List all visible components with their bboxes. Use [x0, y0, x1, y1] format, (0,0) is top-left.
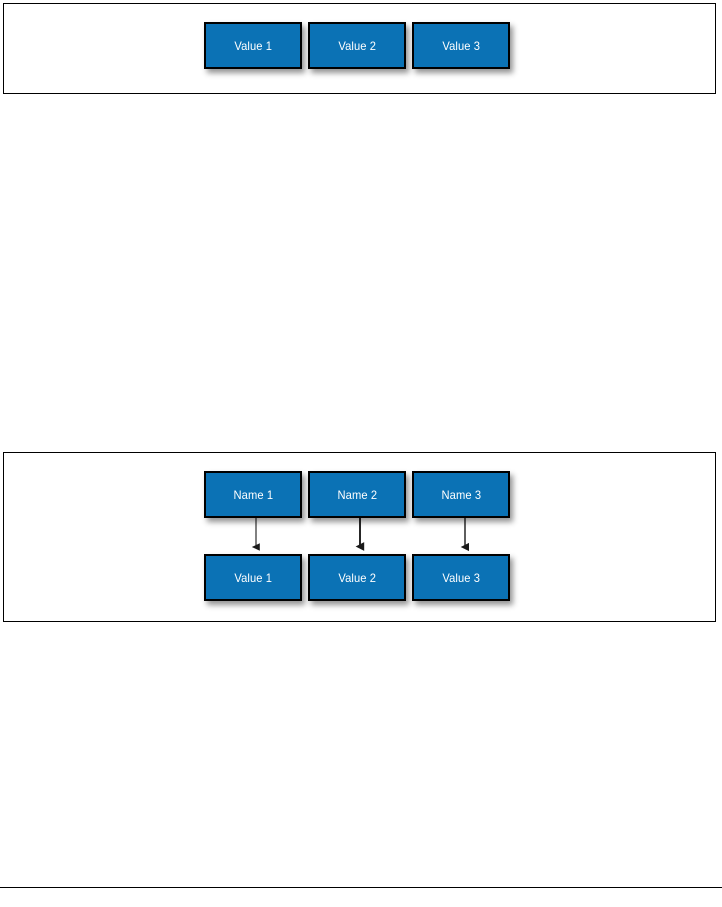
node-label: Value 1: [234, 570, 272, 585]
node-label: Value 3: [442, 570, 480, 585]
node-box[interactable]: Name 1: [204, 471, 302, 518]
figure-panel-bottom: Name 1 Name 2 Name 3 Value 1 Value 2 V: [3, 452, 716, 622]
node-label: Name 1: [233, 487, 273, 502]
node-box[interactable]: Value 2: [308, 22, 406, 69]
node-box[interactable]: Value 1: [204, 22, 302, 69]
node-label: Value 2: [338, 570, 376, 585]
node-box[interactable]: Value 1: [204, 554, 302, 601]
node-label: Value 1: [234, 38, 272, 53]
node-label: Value 2: [338, 38, 376, 53]
node-label: Name 3: [441, 487, 481, 502]
node-box[interactable]: Name 2: [308, 471, 406, 518]
node-label: Name 2: [337, 487, 377, 502]
node-box[interactable]: Value 2: [308, 554, 406, 601]
node-row-names: Name 1 Name 2 Name 3: [204, 471, 510, 518]
diagram-bottom: Name 1 Name 2 Name 3 Value 1 Value 2 V: [4, 453, 715, 621]
node-box[interactable]: Value 3: [412, 554, 510, 601]
footer-divider: [0, 887, 722, 888]
node-box[interactable]: Name 3: [412, 471, 510, 518]
node-row-values: Value 1 Value 2 Value 3: [204, 22, 510, 69]
figure-panel-top: Value 1 Value 2 Value 3: [3, 3, 716, 94]
node-row-values: Value 1 Value 2 Value 3: [204, 554, 510, 601]
diagram-top: Value 1 Value 2 Value 3: [4, 4, 715, 93]
node-box[interactable]: Value 3: [412, 22, 510, 69]
node-label: Value 3: [442, 38, 480, 53]
